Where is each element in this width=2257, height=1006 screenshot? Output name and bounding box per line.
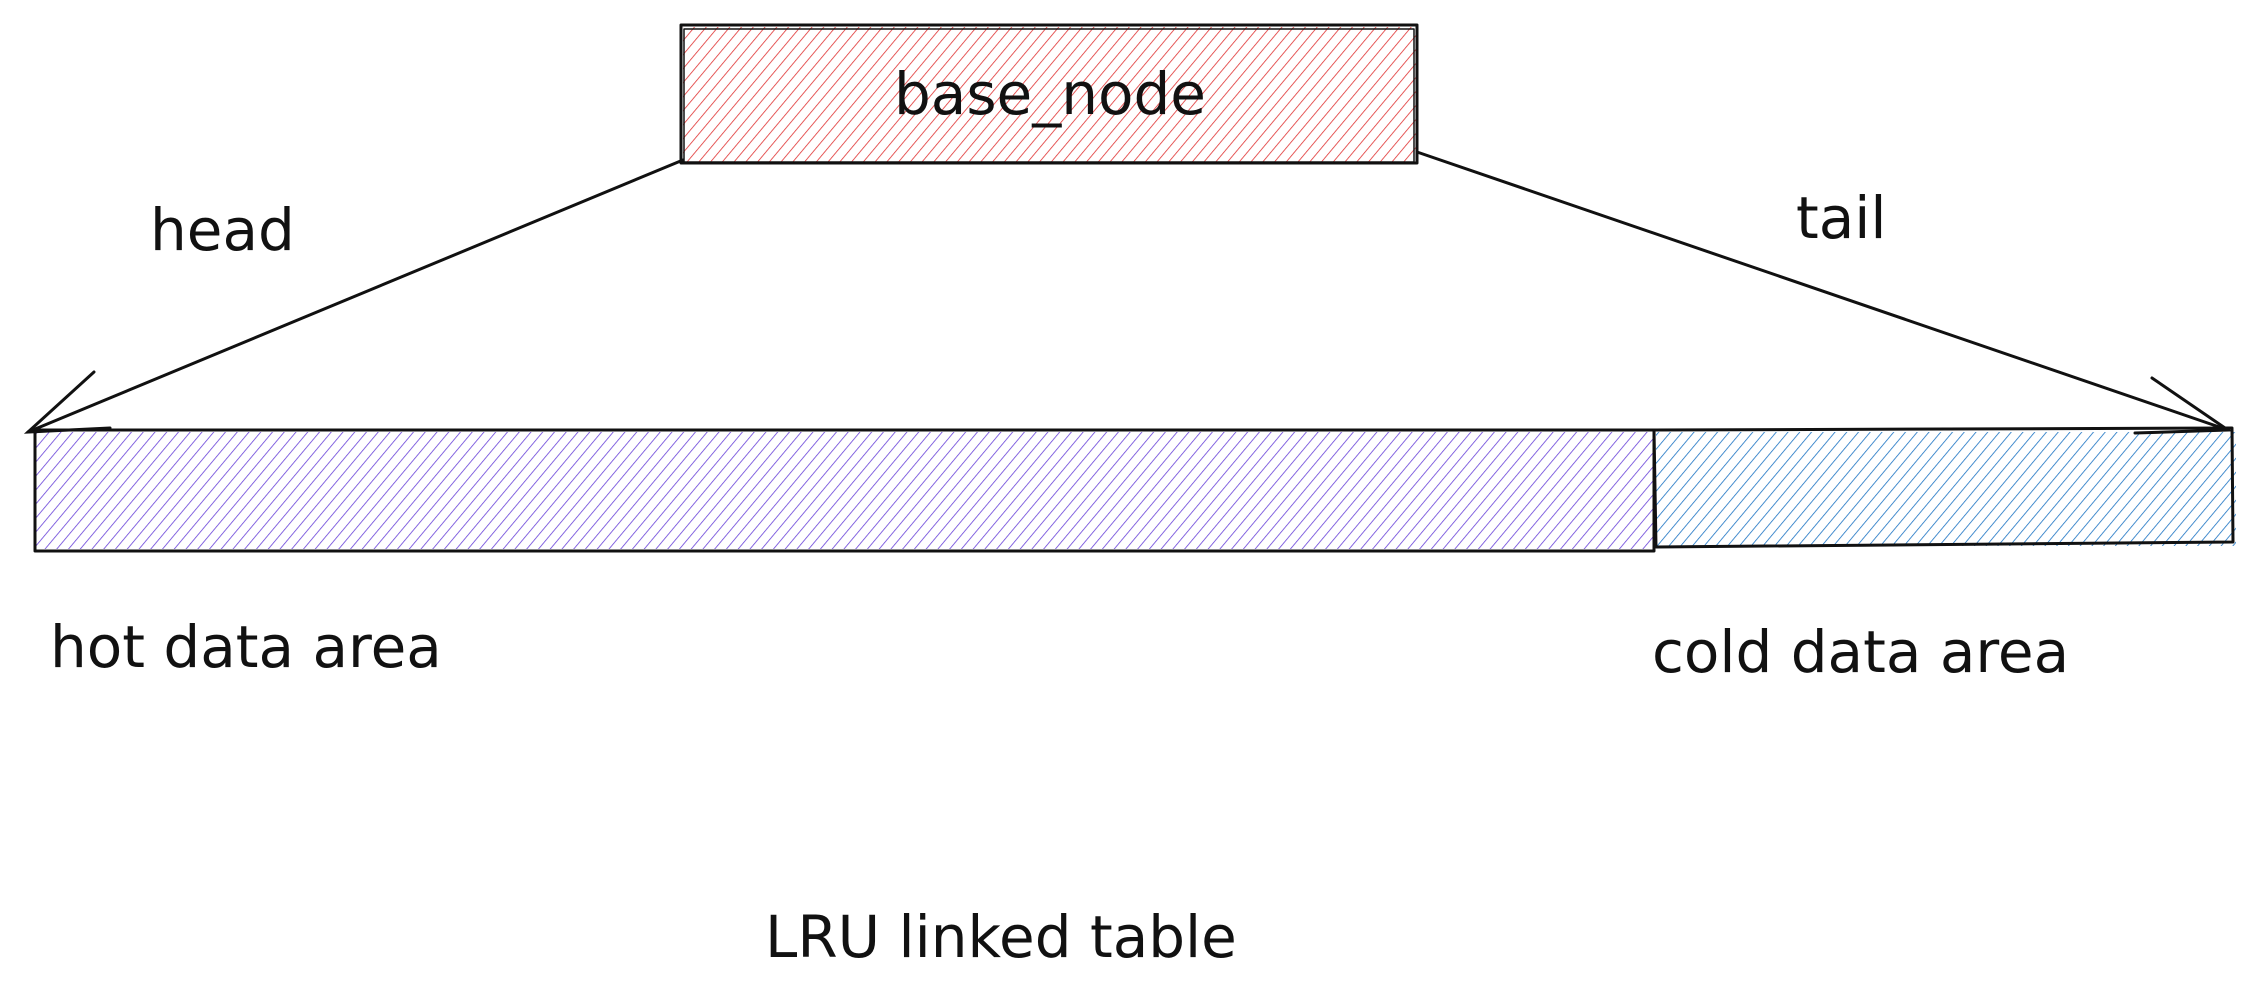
cold-area-label: cold data area <box>1652 618 2069 686</box>
head-label: head <box>150 196 295 264</box>
base-node-box <box>679 23 1419 165</box>
base-node-outline-sketch <box>683 28 1415 163</box>
tail-arrow <box>1415 150 2233 435</box>
tail-label: tail <box>1796 184 1887 252</box>
base-node-fill <box>683 27 1416 162</box>
hot-area-fill <box>36 432 1653 549</box>
diagram-caption: LRU linked table <box>765 903 1237 971</box>
base-node-outline <box>679 23 1419 165</box>
tail-arrow-head <box>2133 376 2233 435</box>
hot-data-area-box <box>33 428 1656 553</box>
head-arrow-head <box>23 370 112 434</box>
cold-area-fill <box>1656 432 2236 546</box>
cold-area-outline <box>1652 426 2235 549</box>
base-node-label: base_node <box>894 60 1206 128</box>
cold-data-area-box <box>1652 426 2236 549</box>
head-arrow <box>23 158 685 434</box>
tail-arrow-line <box>1415 150 2230 432</box>
hot-area-label: hot data area <box>50 613 442 681</box>
head-arrow-line <box>26 158 685 434</box>
